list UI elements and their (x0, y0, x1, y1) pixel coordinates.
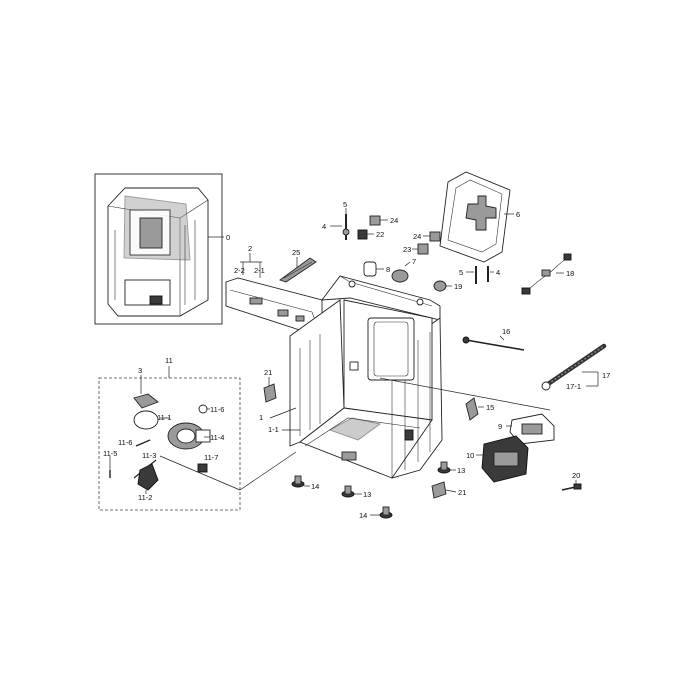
cabinet-part (289, 275, 443, 479)
label-21a: 21 (264, 368, 272, 377)
label-18: 18 (566, 269, 574, 278)
part-8 (363, 261, 377, 277)
label-5b: 5 (459, 268, 463, 277)
label-25: 25 (292, 248, 300, 257)
top-rail-part (279, 257, 317, 283)
label-9: 9 (498, 422, 502, 431)
mount-24-right (429, 231, 441, 242)
label-21b: 21 (458, 488, 466, 497)
label-24b: 24 (413, 232, 421, 241)
label-13b: 13 (457, 466, 465, 475)
assembled-view-inset (94, 173, 224, 325)
label-0: 0 (226, 233, 230, 242)
label-11-6b: 11-6 (118, 438, 132, 447)
part-7 (391, 269, 409, 283)
label-11-1: 11-1 (157, 413, 171, 422)
label-4a: 4 (322, 222, 326, 231)
spring-5-4-right (475, 266, 489, 284)
foot-13-right (437, 461, 451, 474)
label-14b: 14 (359, 511, 367, 520)
label-4b: 4 (496, 268, 500, 277)
part-19 (433, 280, 447, 292)
part-20 (561, 483, 582, 491)
foot-13-mid (341, 485, 355, 498)
label-19: 19 (454, 282, 462, 291)
label-5a: 5 (343, 200, 347, 209)
label-22: 22 (376, 230, 384, 239)
part-15 (465, 397, 479, 421)
bracket-21-right (431, 481, 447, 499)
label-11-3: 11-3 (142, 451, 156, 460)
label-1: 1 (259, 413, 263, 422)
hose-17 (541, 343, 607, 391)
label-17: 17 (602, 371, 610, 380)
label-17-1: 17-1 (566, 382, 581, 391)
label-11-4: 11-4 (210, 433, 224, 442)
bracket-21-left (263, 383, 277, 403)
label-7: 7 (412, 257, 416, 266)
mount-24-top (369, 215, 381, 226)
label-3: 3 (138, 366, 142, 375)
pump-assembly-11 (109, 393, 211, 491)
label-6: 6 (516, 210, 520, 219)
mount-23 (417, 243, 429, 255)
mount-22 (357, 229, 368, 240)
label-11-6a: 11-6 (210, 405, 224, 414)
label-15: 15 (486, 403, 494, 412)
label-24a: 24 (390, 216, 398, 225)
label-2: 2 (248, 244, 252, 253)
label-11: 11 (165, 356, 173, 365)
label-2-2: 2-2 (234, 266, 245, 275)
label-11-2: 11-2 (138, 493, 152, 502)
tub-cover-6 (439, 171, 511, 263)
foot-14-left (291, 475, 305, 488)
label-16: 16 (502, 327, 510, 336)
foot-14-bottom (379, 506, 393, 519)
spring-5-4-left (342, 214, 350, 240)
wire-harness-18 (521, 253, 572, 295)
label-11-5: 11-5 (103, 449, 117, 458)
label-10: 10 (466, 451, 474, 460)
label-14a: 14 (311, 482, 319, 491)
rod-16 (462, 336, 525, 351)
label-2-1: 2-1 (254, 266, 265, 275)
label-13a: 13 (363, 490, 371, 499)
dispenser-drawer-10 (481, 435, 529, 483)
label-1-1: 1-1 (268, 425, 279, 434)
label-23: 23 (403, 245, 411, 254)
label-11-7: 11-7 (204, 453, 218, 462)
label-20: 20 (572, 471, 580, 480)
dispenser-tray-9 (509, 413, 555, 445)
label-8: 8 (386, 265, 390, 274)
